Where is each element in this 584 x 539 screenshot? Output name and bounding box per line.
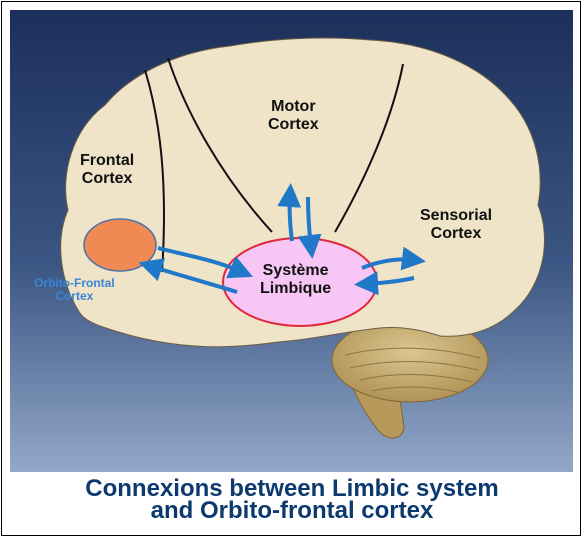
limbic-system-label-line2: Limbique	[260, 280, 331, 298]
figure-caption: Connexions between Limbic system and Orb…	[0, 478, 584, 522]
orbito-frontal-region	[84, 219, 156, 271]
sensorial-cortex-label-line2: Cortex	[420, 225, 492, 243]
frontal-cortex-label-line2: Cortex	[80, 170, 134, 188]
diagram-panel: Motor Cortex Frontal Cortex Sensorial Co…	[10, 10, 573, 472]
motor-cortex-label-line1: Motor	[268, 98, 319, 116]
motor-cortex-label: Motor Cortex	[268, 98, 319, 133]
motor-cortex-label-line2: Cortex	[268, 116, 319, 134]
limbic-system-label: Système Limbique	[260, 262, 331, 297]
frontal-cortex-label-line1: Frontal	[80, 152, 134, 170]
caption-line2: and Orbito-frontal cortex	[0, 500, 584, 522]
sensorial-cortex-label-line1: Sensorial	[420, 207, 492, 225]
orbito-frontal-label: Orbito-Frontal Cortex	[34, 277, 115, 303]
orbito-frontal-label-line2: Cortex	[34, 290, 115, 303]
sensorial-cortex-label: Sensorial Cortex	[420, 207, 492, 242]
arrow-limbic-to-motor	[290, 195, 292, 241]
frontal-cortex-label: Frontal Cortex	[80, 152, 134, 187]
limbic-system-label-line1: Système	[260, 262, 331, 280]
